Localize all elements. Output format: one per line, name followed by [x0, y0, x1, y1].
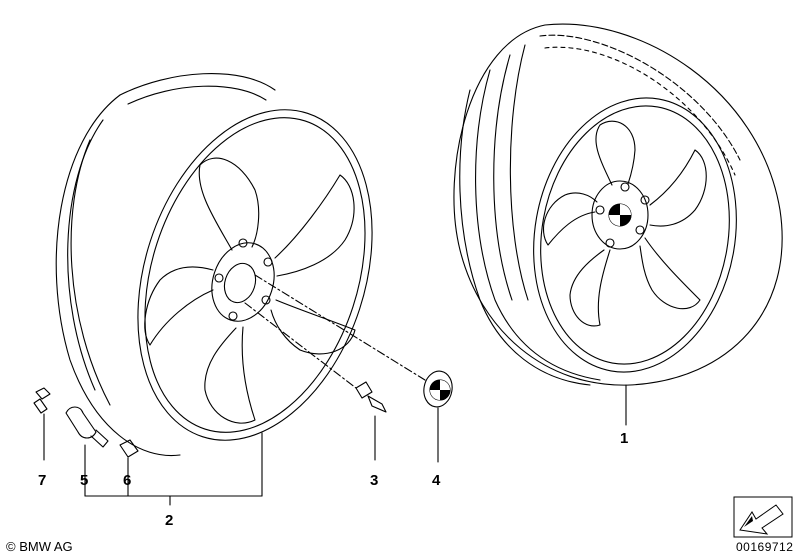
- callout-4: 4: [432, 472, 441, 489]
- wheel-emblem: [608, 203, 632, 227]
- copyright-label: © BMW AG: [6, 539, 73, 554]
- callout-6: 6: [123, 472, 131, 489]
- navigation-arrow-icon: [733, 496, 793, 538]
- wheel-bolt: [244, 302, 387, 461]
- callout-3: 3: [370, 472, 378, 489]
- valve-cap: [119, 439, 139, 497]
- alloy-rim: [55, 73, 373, 457]
- tire-pressure-valve: [65, 406, 109, 497]
- diagram-id-label: 00169712: [736, 540, 794, 554]
- balance-weight-bolt: [33, 387, 51, 461]
- complete-wheel-with-tire: [453, 23, 783, 386]
- leader-lines: [84, 384, 627, 506]
- callout-1: 1: [620, 430, 628, 447]
- callout-5: 5: [80, 472, 88, 489]
- callout-7: 7: [38, 472, 46, 489]
- hub-cap-emblem: [254, 274, 453, 463]
- callout-2: 2: [165, 512, 173, 529]
